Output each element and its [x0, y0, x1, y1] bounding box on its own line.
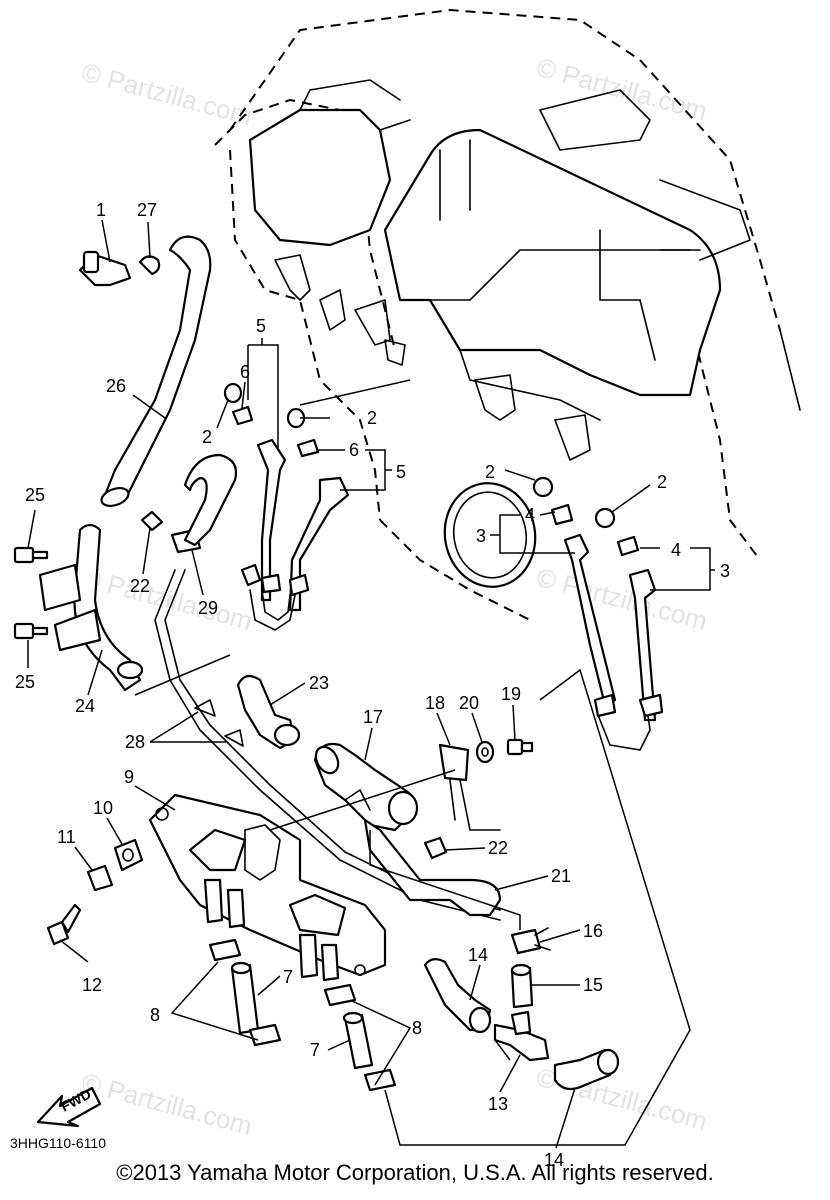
- callout-28: 28: [125, 732, 145, 752]
- part-12-bolt: [46, 903, 82, 946]
- callout-21: 21: [551, 866, 571, 886]
- callout-24: 24: [75, 696, 95, 716]
- callout-25: 25: [15, 672, 35, 692]
- callout-17: 17: [363, 707, 383, 727]
- callout-2: 2: [202, 427, 212, 447]
- callout-2: 2: [657, 472, 667, 492]
- callout-6: 6: [240, 362, 250, 382]
- callout-19: 19: [501, 684, 521, 704]
- part-24-pipe: [38, 523, 144, 692]
- part-10-grommet: [113, 838, 144, 872]
- callout-9: 9: [124, 767, 134, 787]
- callout-14: 14: [468, 945, 488, 965]
- callout-23: 23: [309, 673, 329, 693]
- callout-5: 5: [256, 316, 266, 336]
- watermark-1: © Partzilla.com: [78, 57, 255, 131]
- callout-8: 8: [412, 1018, 422, 1038]
- callout-2: 2: [485, 462, 495, 482]
- part-21-hose: [363, 818, 502, 917]
- part-25-bolts: [13, 546, 49, 640]
- callout-20: 20: [459, 693, 479, 713]
- part-14-hose-upper: [423, 958, 492, 1034]
- callout-22: 22: [130, 576, 150, 596]
- callout-7: 7: [310, 1040, 320, 1060]
- part-19-bolt: [506, 738, 534, 756]
- callout-16: 16: [583, 921, 603, 941]
- engine-outline: [214, 8, 801, 621]
- watermark-5: © Partzilla.com: [78, 1067, 255, 1141]
- callout-15: 15: [583, 975, 603, 995]
- callout-3: 3: [720, 561, 730, 581]
- callout-18: 18: [425, 693, 445, 713]
- callout-4: 4: [671, 540, 681, 560]
- part-22-clip-left: [140, 510, 164, 532]
- diagram-code: 3HHG110-6110: [10, 1135, 106, 1151]
- part-8-clamps: [208, 938, 397, 1092]
- part-2-caps: [223, 382, 616, 529]
- callout-29: 29: [198, 598, 218, 618]
- leader-lines: [27, 219, 715, 1149]
- callout-13: 13: [488, 1094, 508, 1114]
- part-16-clamp: [510, 927, 551, 955]
- part-14-hose-lower: [553, 1048, 620, 1091]
- part-20-washer: [475, 740, 495, 764]
- callout-26: 26: [106, 376, 126, 396]
- part-26-hose: [100, 235, 212, 508]
- callout-6: 6: [349, 440, 359, 460]
- part-1-elbow: [78, 250, 132, 287]
- callout-3: 3: [476, 526, 486, 546]
- part-27-clip: [138, 255, 161, 276]
- callout-11: 11: [57, 827, 76, 847]
- callout-14: 14: [544, 1150, 564, 1170]
- part-17-valve: [313, 742, 419, 832]
- part-23-hose: [236, 674, 301, 750]
- callout-4: 4: [525, 505, 535, 525]
- part-5-hose-assembly: [240, 438, 350, 631]
- watermark-4: © Partzilla.com: [533, 562, 710, 636]
- part-15-hose: [510, 963, 534, 1009]
- part-13-t-joint: [493, 1010, 550, 1062]
- callout-7: 7: [283, 967, 293, 987]
- hose-upper-mid: [183, 453, 238, 547]
- fwd-arrow-icon: FWD: [36, 1086, 102, 1128]
- callout-22: 22: [488, 838, 508, 858]
- callout-8: 8: [150, 1005, 160, 1025]
- callout-2: 2: [367, 408, 377, 428]
- part-9-reed-valve: [148, 793, 387, 982]
- callout-1: 1: [96, 200, 106, 220]
- part-6-clamps: [231, 405, 320, 458]
- callout-27: 27: [137, 200, 157, 220]
- callout-12: 12: [82, 975, 102, 995]
- callout-10: 10: [93, 798, 113, 818]
- part-22-clamp-right: [423, 836, 448, 860]
- copyright-notice: ©2013 Yamaha Motor Corporation, U.S.A. A…: [116, 1160, 714, 1185]
- callout-25: 25: [25, 485, 45, 505]
- callout-5: 5: [396, 462, 406, 482]
- part-7-hose-right: [342, 1011, 374, 1070]
- part-18-bracket: [438, 743, 501, 831]
- part-3-hose-assembly: [550, 503, 664, 751]
- watermark-2: © Partzilla.com: [533, 52, 710, 126]
- part-11-collar: [86, 864, 114, 892]
- callouts: 1 27 26 5 6 2 2 6 5 2 2 4 3 4 3 25 25 22…: [15, 200, 730, 1170]
- part-7-hose-left: [230, 961, 260, 1035]
